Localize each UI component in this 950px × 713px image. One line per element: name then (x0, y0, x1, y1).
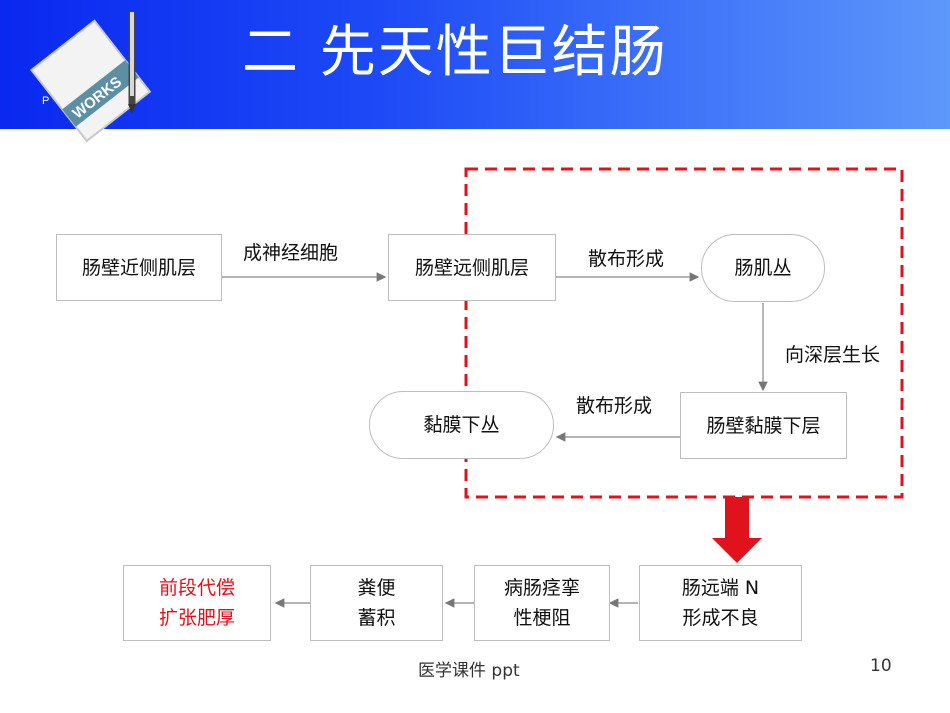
box-compensatory-dilation: 前段代偿扩张肥厚 (123, 565, 271, 641)
red-down-arrow-icon (712, 497, 762, 563)
label-scatter-1: 散布形成 (588, 248, 665, 270)
box-feces-accumulation: 粪便蓄积 (310, 565, 443, 641)
box-distal-muscle: 肠壁远侧肌层 (388, 234, 556, 301)
label-neuroblast: 成神经细胞 (243, 242, 339, 264)
header-banner (0, 0, 950, 129)
box-n-line1: 肠远端 N (681, 577, 760, 599)
box-spasm-line1: 病肠痉挛 (503, 577, 580, 599)
box-spasm-line2: 性梗阻 (513, 607, 571, 629)
box-spasm-obstruction: 病肠痉挛性梗阻 (474, 565, 610, 641)
box-submucosa: 肠壁黏膜下层 (680, 392, 847, 459)
footer-text: 医学课件 ppt (418, 661, 520, 681)
page-title: 二 先天性巨结肠 (242, 20, 668, 85)
box-myenteric-plexus: 肠肌丛 (701, 234, 825, 302)
label-scatter-2: 散布形成 (576, 395, 653, 417)
box-proximal-muscle: 肠壁近侧肌层 (56, 234, 222, 301)
box-distal-n-defect: 肠远端 N 形成不良 (639, 565, 802, 641)
works-logo-icon: WORKS P (30, 12, 152, 143)
box-comp-line2: 扩张肥厚 (158, 607, 235, 629)
logo-letter: P (42, 95, 49, 107)
highlight-region (464, 167, 904, 499)
box-n-line2: 形成不良 (682, 607, 759, 629)
box-feces-line1: 粪便 (357, 577, 396, 599)
box-comp-line1: 前段代偿 (158, 577, 235, 599)
box-feces-line2: 蓄积 (357, 607, 396, 629)
label-deep-growth: 向深层生长 (785, 344, 881, 366)
page-number: 10 (870, 656, 892, 676)
box-submucosal-plexus: 黏膜下丛 (369, 391, 554, 459)
